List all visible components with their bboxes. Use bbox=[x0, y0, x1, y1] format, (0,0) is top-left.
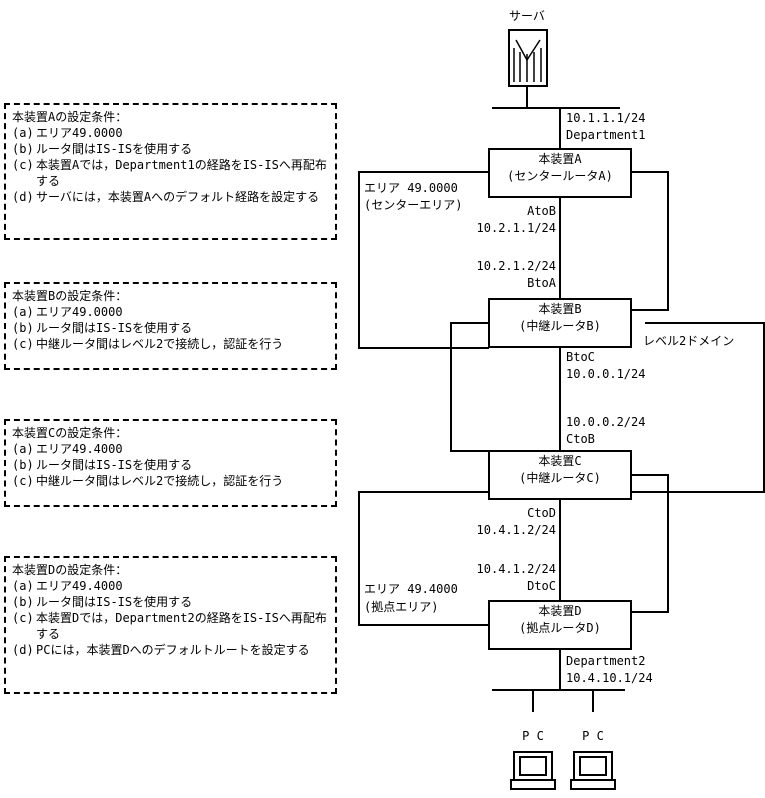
department1-ip: 10.1.1.1/24 bbox=[566, 111, 646, 125]
condition-item-label: (d) bbox=[12, 190, 34, 204]
ctod-interface: CtoD bbox=[527, 506, 556, 520]
condition-item-label: (a) bbox=[12, 442, 34, 456]
condition-item-label: (b) bbox=[12, 458, 34, 472]
device-d-conditions: 本装置Dの設定条件： (a)エリア49.4000 (b)ルータ間はIS-ISを使… bbox=[4, 556, 337, 694]
condition-item-label: (c) bbox=[12, 611, 34, 625]
condition-item-text: 中継ルータ間はレベル2で接続し，認証を行う bbox=[36, 474, 284, 488]
department2-ip: 10.4.10.1/24 bbox=[566, 671, 653, 685]
condition-item-text: ルータ間はIS-ISを使用する bbox=[36, 458, 193, 472]
pc-icon bbox=[510, 751, 556, 790]
condition-item-label: (a) bbox=[12, 305, 34, 319]
pc-label: P C bbox=[582, 729, 604, 743]
condition-item: (c)本装置Dでは，Department2の経路をIS-ISへ再配布する bbox=[12, 610, 329, 642]
device-name: 本装置B bbox=[538, 302, 582, 316]
condition-item-text: ルータ間はIS-ISを使用する bbox=[36, 321, 193, 335]
condition-item-text: エリア49.0000 bbox=[36, 126, 123, 140]
device-a-conditions: 本装置Aの設定条件： (a)エリア49.0000 (b)ルータ間はIS-ISを使… bbox=[4, 103, 337, 240]
department1-name: Department1 bbox=[566, 128, 646, 142]
condition-item-text: エリア49.4000 bbox=[36, 579, 123, 593]
condition-item-label: (c) bbox=[12, 474, 34, 488]
device-role: (中継ルータC) bbox=[519, 471, 601, 485]
condition-item-text: 本装置Aでは，Department1の経路をIS-ISへ再配布する bbox=[36, 158, 327, 188]
condition-item-text: ルータ間はIS-ISを使用する bbox=[36, 595, 193, 609]
department2-name: Department2 bbox=[566, 654, 646, 668]
device-name: 本装置D bbox=[538, 604, 582, 618]
device-role: (拠点ルータD) bbox=[519, 621, 601, 635]
condition-item-label: (c) bbox=[12, 337, 34, 351]
ctob-ip: 10.0.0.2/24 bbox=[566, 415, 646, 429]
condition-item-text: ルータ間はIS-ISを使用する bbox=[36, 142, 193, 156]
condition-item: (a)エリア49.0000 bbox=[12, 304, 329, 320]
device-d-box: 本装置D (拠点ルータD) bbox=[488, 600, 632, 650]
condition-item-text: エリア49.0000 bbox=[36, 305, 123, 319]
condition-item: (a)エリア49.4000 bbox=[12, 578, 329, 594]
level2-right-outline bbox=[631, 322, 765, 493]
condition-item: (c)中継ルータ間はレベル2で接続し，認証を行う bbox=[12, 473, 329, 489]
condition-title: 本装置Cの設定条件： bbox=[12, 426, 128, 440]
device-c-conditions: 本装置Cの設定条件： (a)エリア49.4000 (b)ルータ間はIS-ISを使… bbox=[4, 419, 337, 507]
condition-item-label: (c) bbox=[12, 158, 34, 172]
condition-item-text: エリア49.4000 bbox=[36, 442, 123, 456]
base-area-sublabel: (拠点エリア) bbox=[364, 600, 439, 614]
condition-item-label: (a) bbox=[12, 579, 34, 593]
condition-item-label: (b) bbox=[12, 142, 34, 156]
device-c-box: 本装置C (中継ルータC) bbox=[488, 450, 632, 500]
base-area-outline bbox=[358, 491, 489, 626]
device-role: (センタールータA) bbox=[507, 169, 613, 183]
device-name: 本装置A bbox=[538, 152, 582, 166]
condition-item: (b)ルータ間はIS-ISを使用する bbox=[12, 141, 329, 157]
btoa-ip: 10.2.1.2/24 bbox=[476, 259, 556, 273]
condition-item: (d)PCには，本装置Dへのデフォルトルートを設定する bbox=[12, 642, 329, 658]
condition-item-text: 本装置Dでは，Department2の経路をIS-ISへ再配布する bbox=[36, 611, 327, 641]
device-role: (中継ルータB) bbox=[519, 319, 601, 333]
level2-left-outline bbox=[450, 322, 489, 452]
base-area-label: エリア 49.4000 bbox=[364, 582, 458, 596]
ctob-interface: CtoB bbox=[566, 432, 595, 446]
condition-item-text: サーバには，本装置Aへのデフォルト経路を設定する bbox=[36, 190, 320, 204]
center-area-outline bbox=[358, 171, 489, 349]
atob-interface: AtoB bbox=[527, 204, 556, 218]
dtoc-interface: DtoC bbox=[527, 579, 556, 593]
condition-title: 本装置Bの設定条件： bbox=[12, 289, 128, 303]
condition-item: (a)エリア49.4000 bbox=[12, 441, 329, 457]
btoc-interface: BtoC bbox=[566, 350, 595, 364]
condition-item: (b)ルータ間はIS-ISを使用する bbox=[12, 457, 329, 473]
ctod-ip: 10.4.1.2/24 bbox=[476, 523, 556, 537]
server-stripes bbox=[513, 39, 542, 82]
pc-icon bbox=[570, 751, 616, 790]
device-name: 本装置C bbox=[538, 454, 582, 468]
condition-title: 本装置Dの設定条件： bbox=[12, 563, 128, 577]
device-b-conditions: 本装置Bの設定条件： (a)エリア49.0000 (b)ルータ間はIS-ISを使… bbox=[4, 282, 337, 370]
condition-item: (b)ルータ間はIS-ISを使用する bbox=[12, 320, 329, 336]
condition-item-text: PCには，本装置Dへのデフォルトルートを設定する bbox=[36, 643, 310, 657]
atob-ip: 10.2.1.1/24 bbox=[476, 221, 556, 235]
btoc-ip: 10.0.0.1/24 bbox=[566, 367, 646, 381]
c-right-link bbox=[631, 474, 669, 613]
condition-item-label: (b) bbox=[12, 321, 34, 335]
dtoc-ip: 10.4.1.2/24 bbox=[476, 562, 556, 576]
condition-item: (a)エリア49.0000 bbox=[12, 125, 329, 141]
server-label: サーバ bbox=[509, 9, 545, 23]
btoa-interface: BtoA bbox=[527, 276, 556, 290]
device-a-box: 本装置A (センタールータA) bbox=[488, 148, 632, 198]
condition-item-label: (d) bbox=[12, 643, 34, 657]
device-b-box: 本装置B (中継ルータB) bbox=[488, 298, 632, 348]
center-area-label: エリア 49.0000 bbox=[364, 181, 458, 195]
condition-item: (c)中継ルータ間はレベル2で接続し，認証を行う bbox=[12, 336, 329, 352]
condition-title: 本装置Aの設定条件： bbox=[12, 110, 128, 124]
level2-domain-label: レベル2ドメイン bbox=[643, 334, 735, 348]
condition-item: (d)サーバには，本装置Aへのデフォルト経路を設定する bbox=[12, 189, 329, 205]
condition-item-label: (a) bbox=[12, 126, 34, 140]
condition-item: (b)ルータ間はIS-ISを使用する bbox=[12, 594, 329, 610]
condition-item-label: (b) bbox=[12, 595, 34, 609]
condition-item-text: 中継ルータ間はレベル2で接続し，認証を行う bbox=[36, 337, 284, 351]
condition-item: (c)本装置Aでは，Department1の経路をIS-ISへ再配布する bbox=[12, 157, 329, 189]
center-area-sublabel: (センターエリア) bbox=[364, 198, 463, 212]
a-right-link bbox=[631, 171, 669, 311]
pc-label: P C bbox=[522, 729, 544, 743]
